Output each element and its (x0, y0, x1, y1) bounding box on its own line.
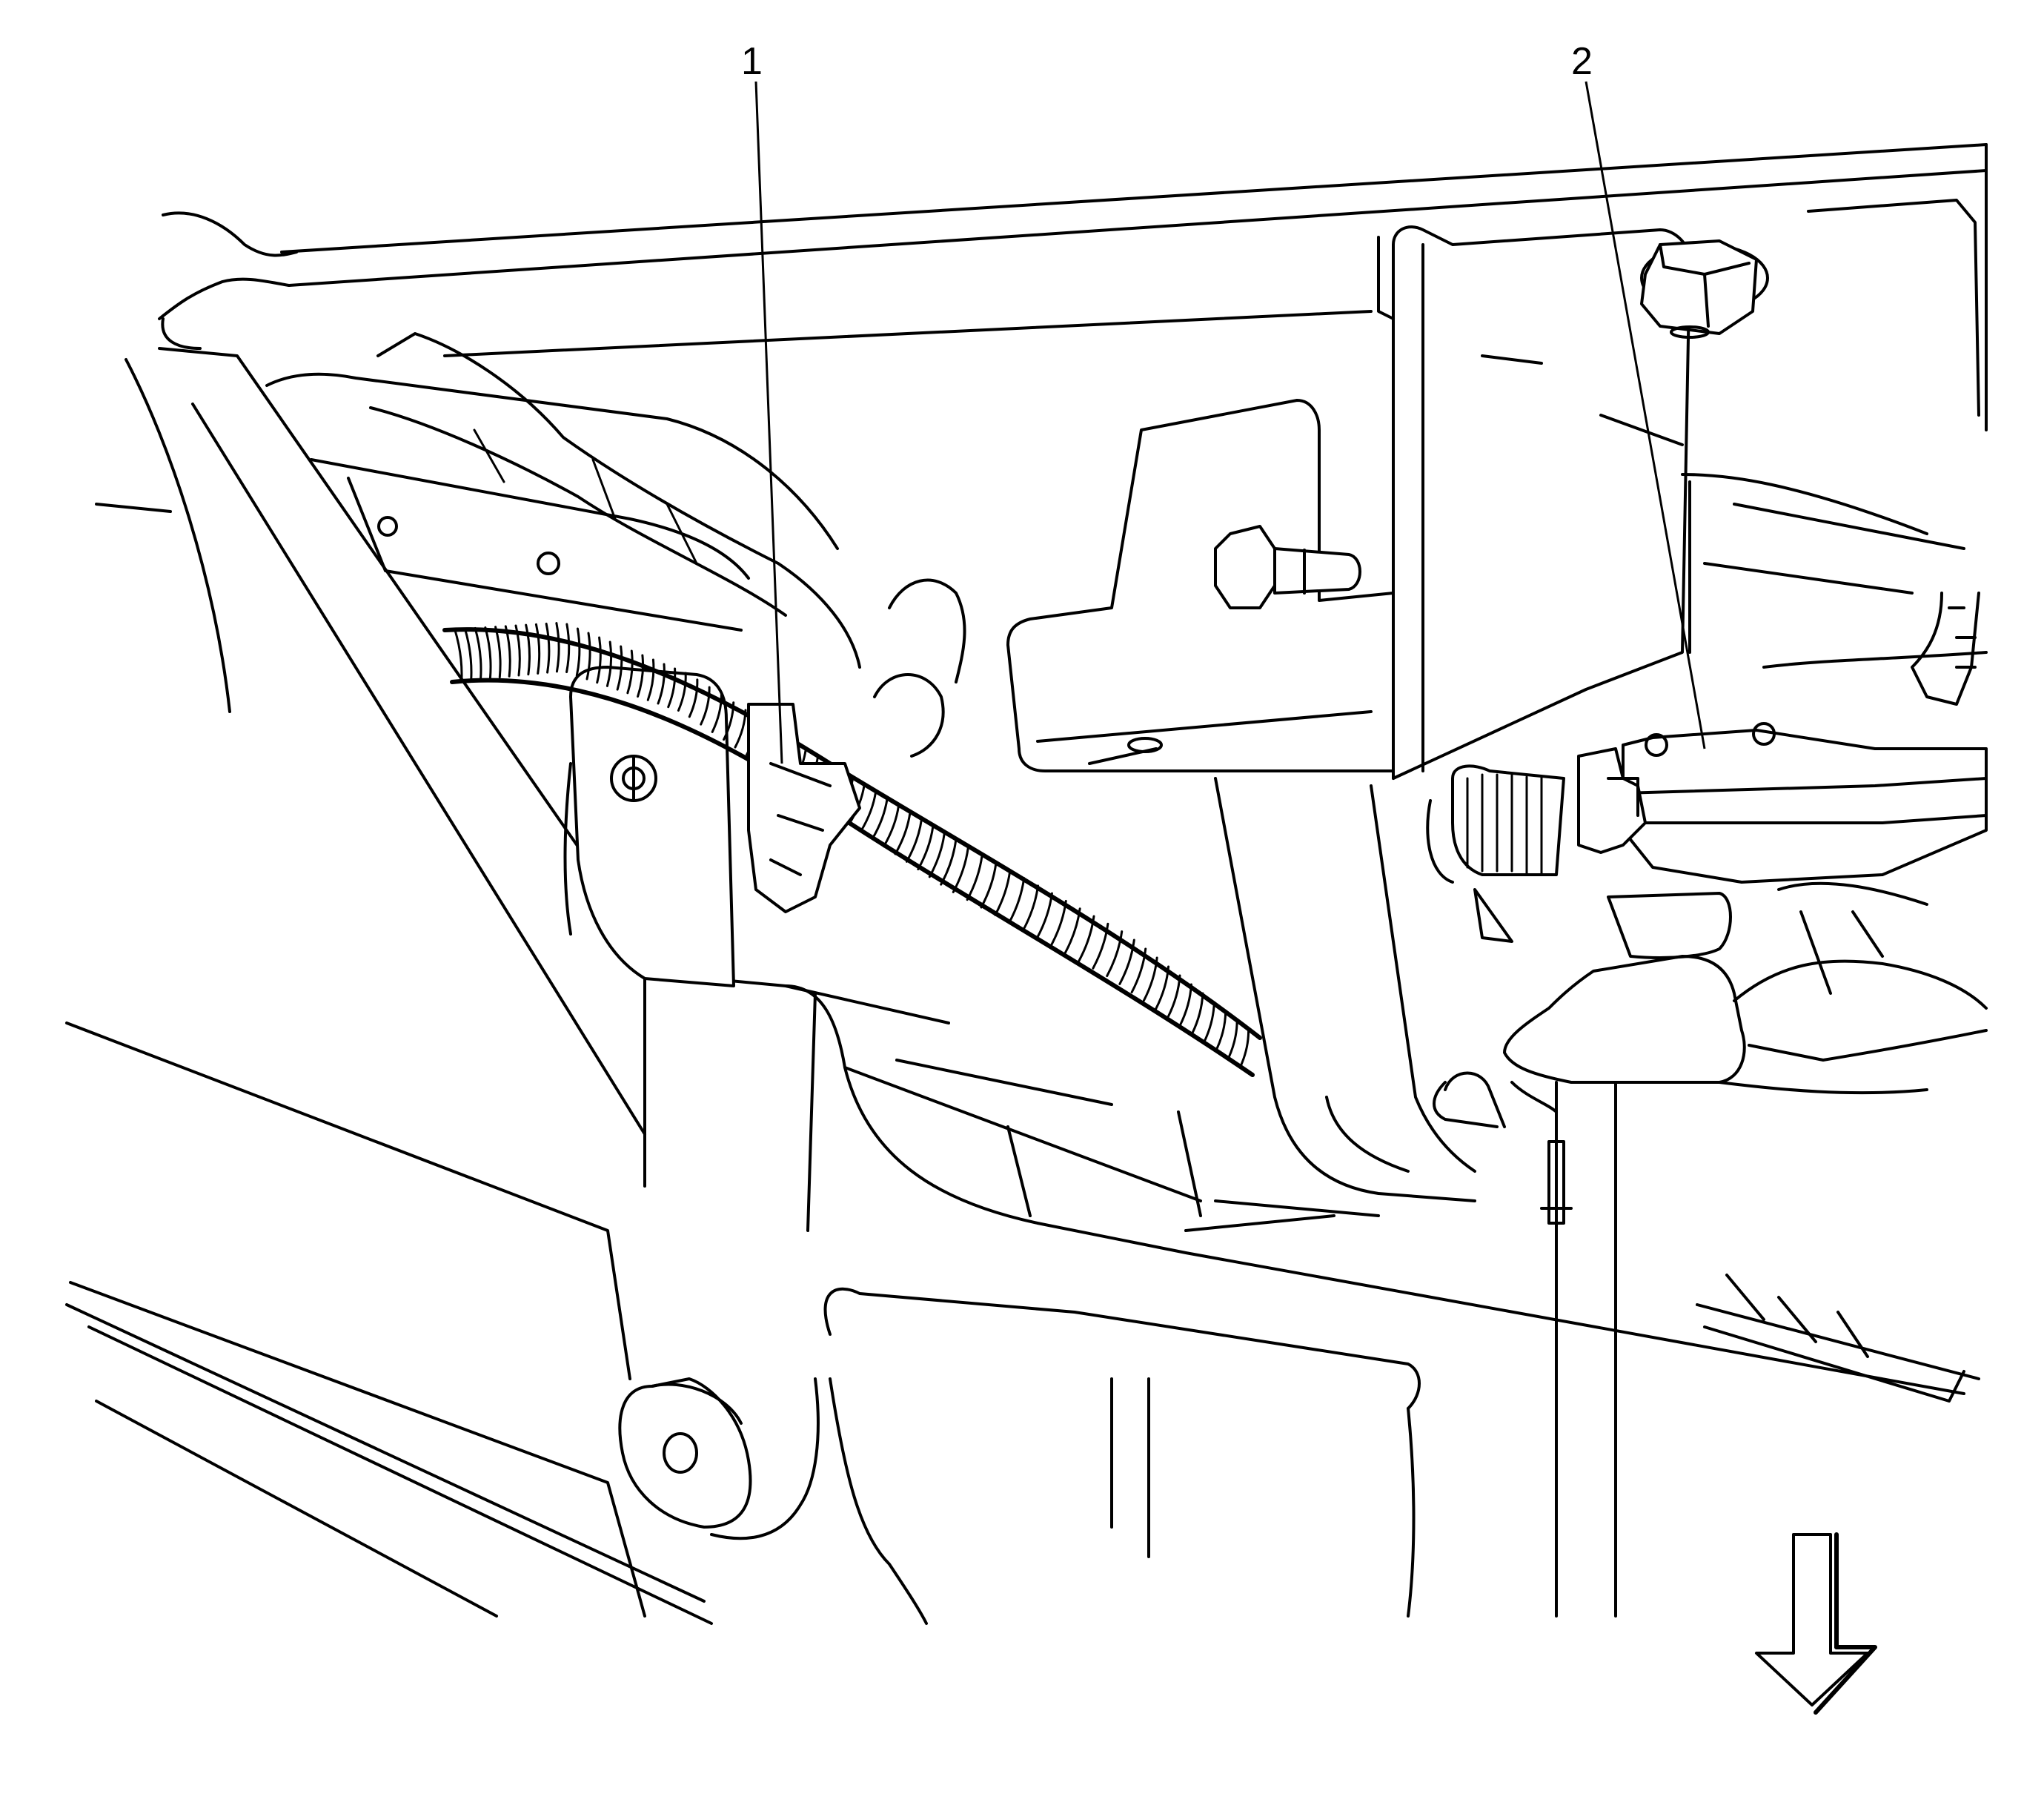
conduit-rib (711, 693, 723, 733)
conduit-rib (637, 654, 645, 698)
conduit-rib (723, 701, 735, 741)
conduit-rib (657, 663, 666, 705)
conduit-rib (605, 640, 613, 687)
conduit-rib (894, 811, 912, 855)
conduit-rib (1227, 1019, 1238, 1060)
upper-body-panel (158, 143, 1988, 431)
conduit-rib (980, 861, 998, 909)
conduit-rib (952, 846, 969, 893)
conduit-rib (474, 626, 482, 681)
conduit-rib (688, 678, 699, 718)
conduit-rib (1022, 884, 1040, 932)
conduit-rib (700, 686, 711, 726)
conduit-rib (454, 628, 463, 683)
spring-bellows (1426, 764, 1565, 943)
linkage-rod (1503, 881, 1988, 1618)
conduit-rib (494, 626, 502, 679)
conduit-rib (1106, 930, 1124, 978)
conduit-rib (1178, 983, 1192, 1027)
conduit-rib (545, 622, 551, 674)
conduit-rib (463, 627, 473, 681)
conduit-rib (1155, 965, 1170, 1010)
conduit-rib (883, 804, 900, 848)
conduit-rib (585, 632, 591, 681)
conduit-rib (514, 624, 521, 677)
conduit-rib (871, 797, 889, 840)
conduit-rib (504, 625, 511, 678)
conduit-rib (994, 869, 1012, 916)
conduit-rib (1142, 956, 1158, 1002)
conduit-rib (616, 645, 623, 691)
conduit-rib (1130, 947, 1147, 994)
conduit-rib (860, 790, 877, 832)
conduit-rib (1008, 877, 1026, 924)
conduit-rib (575, 627, 581, 677)
conduit-rib (966, 854, 983, 901)
upper-housing (1377, 225, 1988, 780)
right-wiring (1911, 592, 1980, 706)
bracket-plate (563, 666, 735, 987)
conduit-rib (1049, 899, 1067, 947)
conduit-rib (905, 818, 923, 863)
conduit-rib (1118, 938, 1135, 985)
conduit-rib (677, 672, 687, 712)
conduit-rib (596, 636, 602, 684)
link-arm (265, 372, 839, 632)
mount-bushing (618, 1377, 752, 1529)
arrow-down-icon (1755, 1532, 1877, 1715)
conduit-rib (1078, 915, 1095, 962)
callout-leaders (754, 81, 1706, 764)
sensor-assembly (1577, 722, 1988, 884)
conduit-rib (565, 623, 571, 674)
conduit-rib (555, 622, 560, 673)
conduit-rib (1064, 907, 1081, 955)
stud-nut (1214, 525, 1361, 609)
conduit-rib (534, 623, 541, 675)
harness-connector (747, 703, 861, 913)
conduit-rib (928, 832, 946, 878)
conduit-rib (917, 825, 935, 871)
conduit-rib (646, 658, 655, 701)
conduit-rib (484, 626, 492, 680)
callout-1-label: 1 (741, 40, 763, 83)
conduit-rib (626, 649, 634, 695)
lower-right-structure (1433, 1071, 1980, 1403)
conduit-rib (1239, 1027, 1250, 1068)
callout-2-label: 2 (1571, 40, 1593, 83)
conduit-rib (940, 839, 958, 886)
left-frame-rail (65, 347, 950, 1625)
conduit-rib (734, 709, 747, 749)
vertical-strap (1214, 777, 1476, 1202)
conduit-rib (1215, 1010, 1227, 1052)
conduit-rib (525, 623, 531, 676)
conduit-rib (667, 667, 677, 709)
conduit-rib (1167, 974, 1181, 1019)
lower-crossmember (710, 984, 1965, 1625)
conduit-rib (1191, 992, 1204, 1035)
hex-nut-top (1640, 239, 1769, 339)
conduit-rib (1035, 892, 1053, 939)
conduit-rib (1203, 1001, 1215, 1043)
conduit-rib (1092, 922, 1109, 970)
